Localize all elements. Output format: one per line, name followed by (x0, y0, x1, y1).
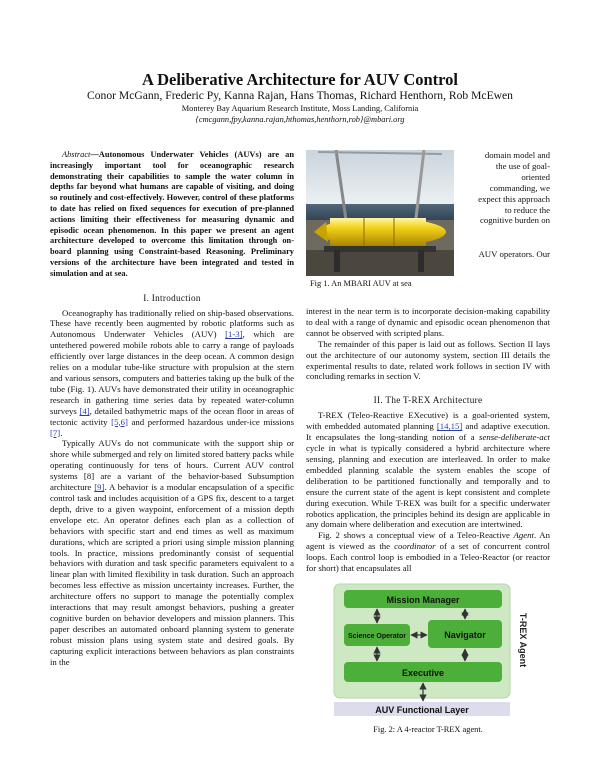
citation-link[interactable]: [5,6] (111, 416, 128, 427)
figure-2-diagram: T-REX Agent Mission Manager Science Oper… (332, 582, 528, 718)
mission-manager-box (344, 589, 502, 608)
trex-paragraph-1: T-REX (Teleo-Reactive EXecutive) is a go… (306, 410, 550, 530)
author-emails: {cmcgann,fpy,kanna.rajan,hthomas,henthor… (195, 115, 405, 124)
paper-outline-paragraph: The remainder of this paper is laid out … (306, 338, 550, 382)
figure-1-caption: Fig 1. An MBARI AUV at sea (310, 279, 412, 288)
navigator-box (428, 619, 502, 648)
intro-paragraph-2: Typically AUVs do not communicate with t… (50, 438, 294, 667)
abstract: Abstract—Autonomous Underwater Vehicles … (50, 150, 294, 280)
science-operator-box (344, 623, 410, 646)
abstract-label: Abstract (62, 150, 91, 159)
citation-link[interactable]: [1-3] (225, 329, 243, 340)
auv-photo (306, 150, 454, 276)
executive-label: Executive (402, 668, 444, 678)
author-list: Conor McGann, Frederic Py, Kanna Rajan, … (87, 89, 513, 102)
intro-paragraph-1: Oceanography has traditionally relied on… (50, 307, 295, 438)
citation-link[interactable]: [7] (50, 427, 61, 438)
paper-title: A Deliberative Architecture for AUV Cont… (141, 70, 459, 89)
functional-layer-box (334, 701, 510, 716)
citation-link[interactable]: [9] (94, 482, 105, 493)
trex-paragraph-2: Fig. 2 shows a conceptual view of a Tele… (306, 530, 550, 574)
section-heading-trex: II. The T-REX Architecture (373, 395, 483, 406)
figure-1-wrapped-text: domain model and the use of goal- orient… (478, 150, 550, 260)
agent-label: T-REX Agent (518, 613, 528, 667)
citation-link[interactable]: [4] (79, 405, 90, 416)
section-heading-introduction: I. Introduction (143, 292, 201, 303)
mission-manager-label: Mission Manager (386, 595, 460, 605)
navigator-label: Navigator (444, 630, 486, 640)
functional-layer-label: AUV Functional Layer (375, 705, 469, 715)
science-operator-label: Science Operator (348, 633, 406, 640)
citation-link[interactable]: [14,15] (436, 421, 463, 432)
executive-box (344, 661, 502, 682)
figure-2-caption: Fig. 2: A 4-reactor T-REX agent. (373, 724, 483, 734)
abstract-text: —Autonomous Underwater Vehicles (AUVs) a… (50, 150, 294, 278)
figure-1: Fig 1. An MBARI AUV at sea domain model … (306, 150, 550, 306)
affiliation: Monterey Bay Aquarium Research Institute… (181, 104, 419, 113)
intro-continuation: interest in the near term is to incorpor… (306, 306, 550, 338)
right-column: Fig 1. An MBARI AUV at sea domain model … (306, 150, 550, 735)
left-column: Abstract—Autonomous Underwater Vehicles … (50, 150, 294, 667)
